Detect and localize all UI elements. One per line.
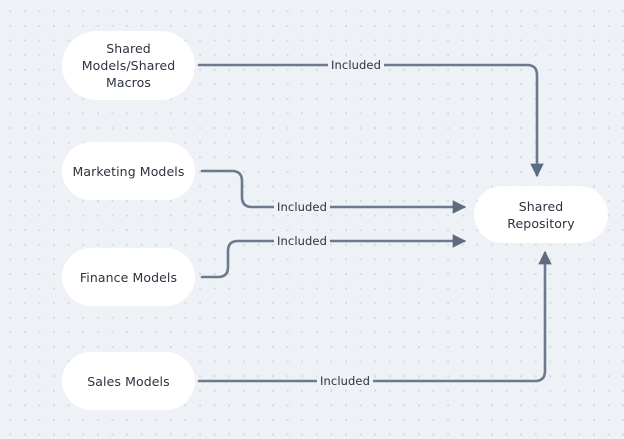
edge-label-finance-models: Included — [274, 234, 330, 248]
edge-label-text: Included — [277, 200, 327, 214]
node-label: Shared Repository — [507, 198, 575, 231]
edge-label-text: Included — [331, 58, 381, 72]
edge-label-shared-models: Included — [328, 58, 384, 72]
edge-path-sales-models — [197, 250, 552, 383]
node-shared-models[interactable]: Shared Models/Shared Macros — [62, 31, 195, 100]
edge-label-sales-models: Included — [317, 374, 373, 388]
edge-path-finance-models — [200, 234, 467, 279]
edge-path-marketing-models — [200, 169, 467, 214]
edge-label-marketing-models: Included — [274, 200, 330, 214]
edge-label-text: Included — [277, 234, 327, 248]
edge-path-shared-models — [197, 63, 544, 178]
node-finance-models[interactable]: Finance Models — [62, 248, 195, 306]
node-label: Marketing Models — [72, 163, 185, 179]
node-label: Finance Models — [79, 269, 178, 285]
node-sales-models[interactable]: Sales Models — [62, 352, 195, 410]
node-shared-repository[interactable]: Shared Repository — [474, 186, 608, 243]
node-label: Sales Models — [87, 373, 170, 389]
node-marketing-models[interactable]: Marketing Models — [62, 142, 195, 200]
edge-label-text: Included — [320, 374, 370, 388]
node-label: Shared Models/Shared Macros — [81, 41, 176, 90]
